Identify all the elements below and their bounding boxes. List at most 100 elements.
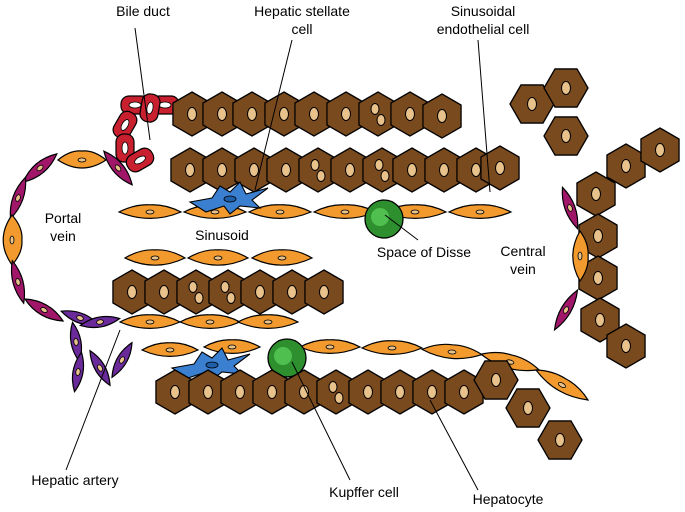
endothelial-cell bbox=[140, 342, 200, 358]
label-portal-line1: Portal bbox=[45, 210, 82, 226]
portal-vein-cell-nucleus bbox=[114, 164, 122, 172]
endothelial-nucleus bbox=[577, 251, 583, 261]
endothelial-cell bbox=[186, 249, 250, 266]
endothelial-cell bbox=[236, 314, 300, 330]
endothelial-cell bbox=[123, 249, 187, 266]
endothelial-nucleus bbox=[410, 209, 420, 215]
nucleus bbox=[427, 385, 437, 399]
label-central-line1: Central bbox=[500, 243, 545, 259]
endothelial-nucleus bbox=[340, 209, 350, 215]
label-stellate-line1: Hepatic stellate bbox=[254, 3, 350, 19]
label-hepatic-artery: Hepatic artery bbox=[31, 472, 118, 488]
kupffer-nucleus bbox=[274, 347, 292, 365]
stellate-nucleus bbox=[223, 195, 237, 203]
endothelial-cell bbox=[447, 204, 513, 220]
nucleus bbox=[185, 163, 195, 177]
hepatic-artery-cell-nucleus bbox=[96, 319, 104, 325]
label-space-of-disse: Space of Disse bbox=[377, 244, 471, 260]
nucleus bbox=[370, 103, 380, 115]
label-kupffer-cell: Kupffer cell bbox=[329, 484, 399, 500]
leader-endothelial bbox=[477, 39, 491, 193]
hepatic-artery-cell-nucleus bbox=[76, 315, 84, 321]
endothelial-cell bbox=[360, 340, 424, 356]
endothelial-nucleus bbox=[150, 255, 160, 261]
nucleus bbox=[621, 159, 631, 173]
cells-layer bbox=[2, 68, 680, 460]
bile-duct-nucleus bbox=[158, 101, 172, 109]
label-bile-duct: Bile duct bbox=[116, 3, 170, 19]
label-central-line2: vein bbox=[510, 261, 536, 277]
nucleus bbox=[334, 392, 344, 404]
endothelial-nucleus bbox=[205, 319, 215, 325]
kupffer-nucleus bbox=[371, 208, 389, 226]
nucleus bbox=[127, 285, 137, 299]
central-vein-cell-nucleus bbox=[567, 204, 573, 212]
endothelial-cell bbox=[118, 314, 182, 330]
endothelial-nucleus bbox=[227, 344, 237, 350]
nucleus bbox=[188, 281, 198, 293]
label-stellate-line2: cell bbox=[291, 21, 312, 37]
nucleus bbox=[407, 163, 417, 177]
nucleus bbox=[405, 107, 415, 121]
nucleus bbox=[235, 385, 245, 399]
nucleus bbox=[170, 385, 180, 399]
nucleus bbox=[363, 385, 373, 399]
nucleus bbox=[220, 281, 230, 293]
endothelial-cell bbox=[178, 314, 242, 330]
hepatic-artery-cell-nucleus bbox=[119, 356, 125, 364]
nucleus bbox=[491, 373, 501, 387]
endothelial-cell bbox=[117, 204, 183, 220]
nucleus bbox=[437, 109, 447, 123]
nucleus bbox=[255, 285, 265, 299]
nucleus bbox=[309, 107, 319, 121]
endothelial-cell bbox=[247, 204, 313, 220]
nucleus bbox=[319, 285, 329, 299]
nucleus bbox=[226, 292, 236, 304]
nucleus bbox=[380, 170, 390, 182]
hepatic-artery-cell bbox=[111, 341, 133, 379]
nucleus bbox=[595, 313, 605, 327]
nucleus bbox=[203, 385, 213, 399]
endothelial-nucleus bbox=[210, 209, 220, 215]
endothelial-nucleus bbox=[277, 255, 287, 261]
label-sinusoid: Sinusoid bbox=[195, 227, 249, 243]
endothelial-nucleus bbox=[275, 209, 285, 215]
bile-duct-nucleus bbox=[146, 101, 154, 115]
endothelial-cell bbox=[420, 343, 484, 360]
endothelial-nucleus bbox=[213, 255, 223, 261]
hepatic-artery-cell bbox=[78, 315, 122, 329]
hepatic-artery-cell-nucleus bbox=[73, 338, 79, 346]
endothelial-nucleus bbox=[165, 347, 175, 353]
endothelial-nucleus bbox=[387, 345, 397, 351]
nucleus bbox=[591, 187, 601, 201]
nucleus bbox=[655, 143, 665, 157]
stellate-nucleus bbox=[205, 361, 219, 369]
nucleus bbox=[194, 292, 204, 304]
endothelial-nucleus bbox=[557, 381, 567, 389]
nucleus bbox=[217, 163, 227, 177]
endothelial-cell bbox=[250, 249, 314, 266]
leader-space-of-disse bbox=[384, 214, 419, 241]
nucleus bbox=[187, 107, 197, 121]
nucleus bbox=[593, 271, 603, 285]
leader-hepatic-artery bbox=[65, 329, 121, 471]
nucleus bbox=[279, 107, 289, 121]
endothelial-nucleus bbox=[145, 319, 155, 325]
nucleus bbox=[249, 163, 259, 177]
leader-bile-duct bbox=[134, 27, 151, 141]
nucleus bbox=[523, 401, 533, 415]
endothelial-nucleus bbox=[263, 319, 273, 325]
nucleus bbox=[328, 381, 338, 393]
nucleus bbox=[247, 107, 257, 121]
nucleus bbox=[345, 163, 355, 177]
nucleus bbox=[374, 159, 384, 171]
nucleus bbox=[287, 285, 297, 299]
nucleus bbox=[593, 229, 603, 243]
nucleus bbox=[621, 339, 631, 353]
nucleus bbox=[316, 170, 326, 182]
endothelial-nucleus bbox=[77, 157, 87, 163]
nucleus bbox=[281, 163, 291, 177]
portal-vein-cell bbox=[9, 175, 27, 221]
bile-duct-cell bbox=[112, 110, 138, 140]
